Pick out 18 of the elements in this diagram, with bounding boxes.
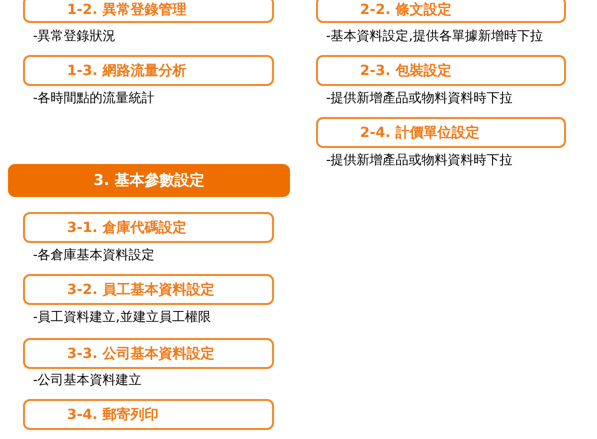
description-text: -基本資料設定,提供各單據新增時下拉	[326, 28, 543, 45]
description-text: -員工資料建立,並建立員工權限	[33, 309, 211, 326]
description-text: -各倉庫基本資料設定	[33, 247, 155, 264]
menu-item-box: 3-2. 員工基本資料設定	[23, 274, 274, 305]
description-text: -異常登錄狀況	[33, 28, 116, 45]
menu-item-box: 2-3. 包裝設定	[316, 55, 566, 86]
description-text: -提供新增產品或物料資料時下拉	[326, 152, 513, 169]
description-text: -各時間點的流量統計	[33, 90, 155, 107]
menu-item-box: 1-3. 網路流量分析	[23, 55, 274, 86]
menu-item-box: 3-3. 公司基本資料設定	[23, 338, 274, 369]
description-text: -公司基本資料建立	[33, 372, 142, 389]
menu-item-box: 3-1. 倉庫代碼設定	[23, 212, 274, 243]
menu-item-box: 2-4. 計價單位設定	[316, 117, 566, 148]
section-header: 3. 基本參數設定	[8, 164, 290, 197]
description-text: -提供新增產品或物料資料時下拉	[326, 90, 513, 107]
menu-item-box: 3-4. 郵寄列印	[23, 399, 274, 430]
menu-item-box: 1-2. 異常登錄管理	[23, 0, 274, 23]
menu-item-box: 2-2. 條文設定	[316, 0, 566, 23]
